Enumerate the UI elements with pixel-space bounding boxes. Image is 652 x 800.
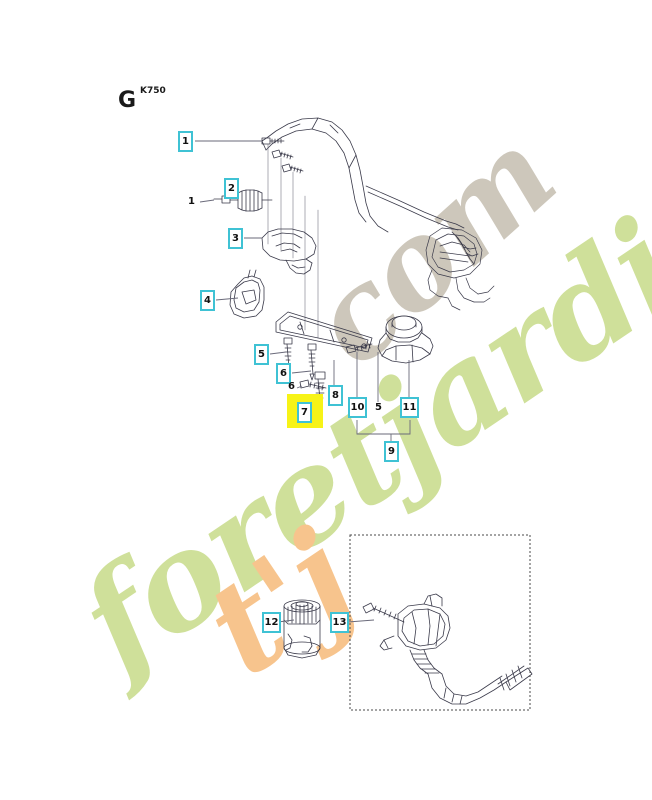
water-valve-hose-drawing (362, 593, 533, 705)
plain-label-1: 1 (188, 196, 195, 207)
callout-4[interactable]: 4 (200, 290, 215, 311)
fuel-cap-drawing (377, 315, 434, 364)
subassembly-dashed-box (349, 534, 531, 711)
leader-line-13 (347, 619, 375, 623)
mounting-rail-drawing (275, 311, 373, 353)
engine-block-drawing (425, 227, 495, 311)
callout-5[interactable]: 5 (254, 344, 269, 365)
leader-line-5 (269, 351, 287, 355)
spring-cable-drawing (213, 189, 273, 212)
callout-3[interactable]: 3 (228, 228, 243, 249)
plain-label-6: 6 (288, 381, 295, 392)
leader-line-6 (291, 370, 312, 374)
callout-11[interactable]: 11 (400, 397, 419, 418)
model-name: K750 (140, 86, 166, 96)
assembly-guide-lines (267, 143, 319, 339)
filter-cartridge-drawing (283, 599, 321, 659)
leader-line-plain-1 (199, 199, 215, 203)
leader-line-4 (215, 297, 239, 301)
page-title: G K750 (118, 86, 166, 113)
leader-lines (195, 140, 410, 623)
callout-8[interactable]: 8 (328, 385, 343, 406)
handle-grip-drawing (261, 228, 317, 275)
section-letter: G (118, 88, 137, 113)
fuel-cap-screw (345, 343, 373, 354)
handle-bar-drawing (261, 117, 479, 265)
group-bracket (356, 420, 411, 441)
leader-line-plain-6 (296, 385, 303, 389)
callout-10[interactable]: 10 (348, 397, 367, 418)
callout-6[interactable]: 6 (276, 363, 291, 384)
callout-7[interactable]: 7 (297, 402, 312, 423)
mount-bracket-drawing (229, 269, 265, 319)
callout-13[interactable]: 13 (330, 612, 349, 633)
upper-screws (261, 137, 304, 174)
callout-12[interactable]: 12 (262, 612, 281, 633)
callout-9[interactable]: 9 (384, 441, 399, 462)
plain-label-5: 5 (375, 402, 382, 413)
callout-1[interactable]: 1 (178, 131, 193, 152)
callout-2[interactable]: 2 (224, 178, 239, 199)
